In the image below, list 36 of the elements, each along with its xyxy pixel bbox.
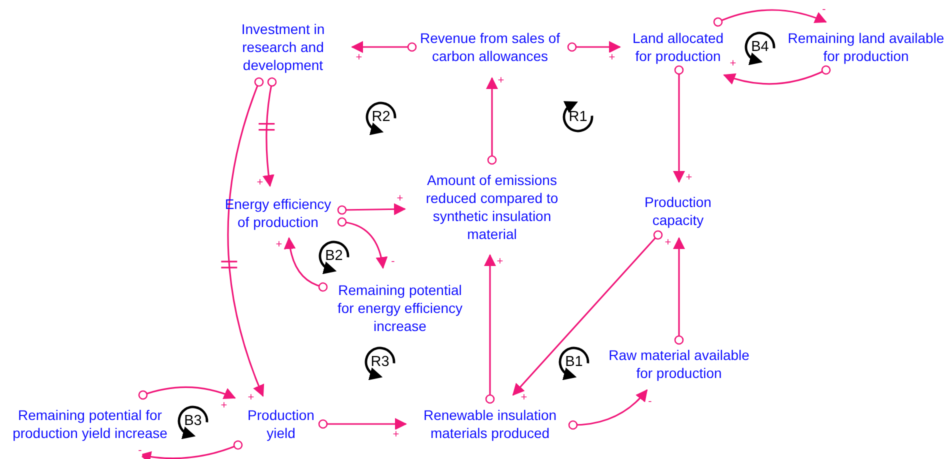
causal-link-arrow (138, 386, 236, 400)
variable-label: Investment in research and development (240, 20, 326, 74)
variable-label: Raw material available for production (608, 346, 750, 382)
causal-link-arrow (673, 237, 685, 345)
variable-label: Renewable insulation materials produced (422, 406, 558, 442)
loop-label: B4 (751, 39, 769, 55)
causal-link-arrow (139, 440, 243, 459)
causal-link-arrow (512, 230, 663, 396)
loop-label: B2 (325, 248, 343, 264)
causal-link-arrow (567, 41, 621, 53)
variable-label: Remaining potential for energy efficiency increase (336, 281, 464, 335)
causal-link-arrow (568, 389, 648, 430)
causal-link-arrow (318, 418, 407, 430)
variable-label: Production yield (246, 406, 316, 442)
variable-label: Production capacity (644, 193, 712, 229)
causal-link-arrow (284, 237, 328, 292)
causal-link-arrow (337, 217, 388, 269)
variable-label: Remaining land available for production (787, 29, 945, 65)
variable-label: Remaining potential for production yield increase (12, 406, 168, 442)
loop-label: R3 (370, 354, 390, 370)
causal-link-arrow (713, 9, 827, 27)
causal-link-arrow (337, 203, 406, 216)
causal-link-arrow (262, 77, 277, 187)
loop-label: R2 (372, 109, 390, 125)
causal-link-arrow (351, 41, 417, 53)
variable-label: Amount of emissions reduced compared to synthetic insulation material (424, 171, 560, 243)
loop-label: B1 (565, 354, 583, 370)
causal-link-arrow (673, 65, 685, 183)
causal-link-arrow (227, 77, 264, 397)
causal-link-arrow (484, 254, 496, 404)
loop-label: B3 (184, 413, 202, 429)
variable-label: Land allocated for production (631, 29, 725, 65)
causal-link-arrow (486, 77, 498, 165)
causal-link-arrow (723, 65, 831, 85)
variable-label: Revenue from sales of carbon allowances (418, 29, 562, 65)
loop-label: R1 (568, 109, 588, 125)
